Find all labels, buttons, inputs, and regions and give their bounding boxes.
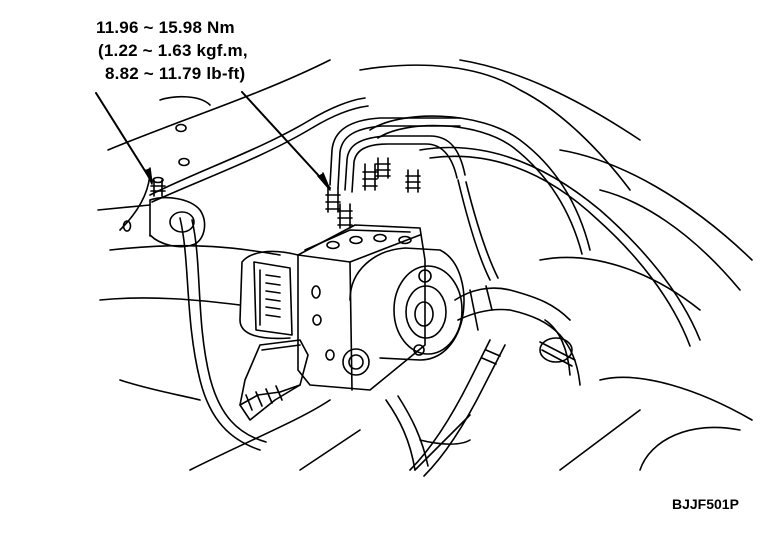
harness-connector: [240, 340, 308, 420]
flare-nuts: [326, 158, 420, 228]
torque-spec-callout: 11.96 ~ 15.98 Nm (1.22 ~ 1.63 kgf.m, 8.8…: [96, 16, 248, 85]
mounting-bracket: [150, 178, 205, 247]
engine-bay-outlines: [98, 60, 752, 470]
torque-kgfm: (1.22 ~ 1.63 kgf.m,: [98, 41, 248, 60]
hoses: [386, 286, 580, 476]
figure-code: BJJF501P: [672, 496, 739, 512]
connector-bracket: [240, 251, 298, 338]
leader-arrows: [96, 92, 330, 190]
torque-lbft: 8.82 ~ 11.79 lb-ft): [105, 64, 246, 83]
firewall-panel: [124, 97, 211, 231]
brake-lines: [150, 98, 700, 450]
pump-motor: [350, 248, 464, 360]
torque-nm: 11.96 ~ 15.98 Nm: [96, 18, 235, 37]
